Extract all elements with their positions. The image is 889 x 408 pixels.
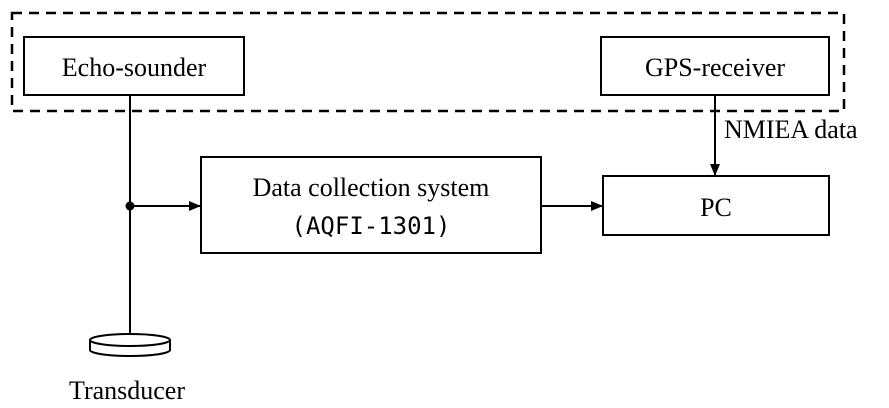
transducer-label: Transducer xyxy=(69,376,185,405)
pc-label: PC xyxy=(700,193,732,222)
data-collection-model: (AQFI-1301) xyxy=(292,212,451,240)
data-collection-box xyxy=(200,156,542,254)
gps-receiver-label: GPS-receiver xyxy=(645,53,785,82)
nmiea-data-label: NMIEA data xyxy=(724,115,858,144)
echo-sounder-box xyxy=(23,36,245,96)
data-collection-label: Data collection system xyxy=(253,173,490,202)
gps-receiver-box xyxy=(600,36,830,96)
dashed-enclosure xyxy=(10,11,846,113)
echo-sounder-label: Echo-sounder xyxy=(62,53,207,82)
pc-box xyxy=(602,175,830,236)
transducer-icon xyxy=(89,333,171,357)
